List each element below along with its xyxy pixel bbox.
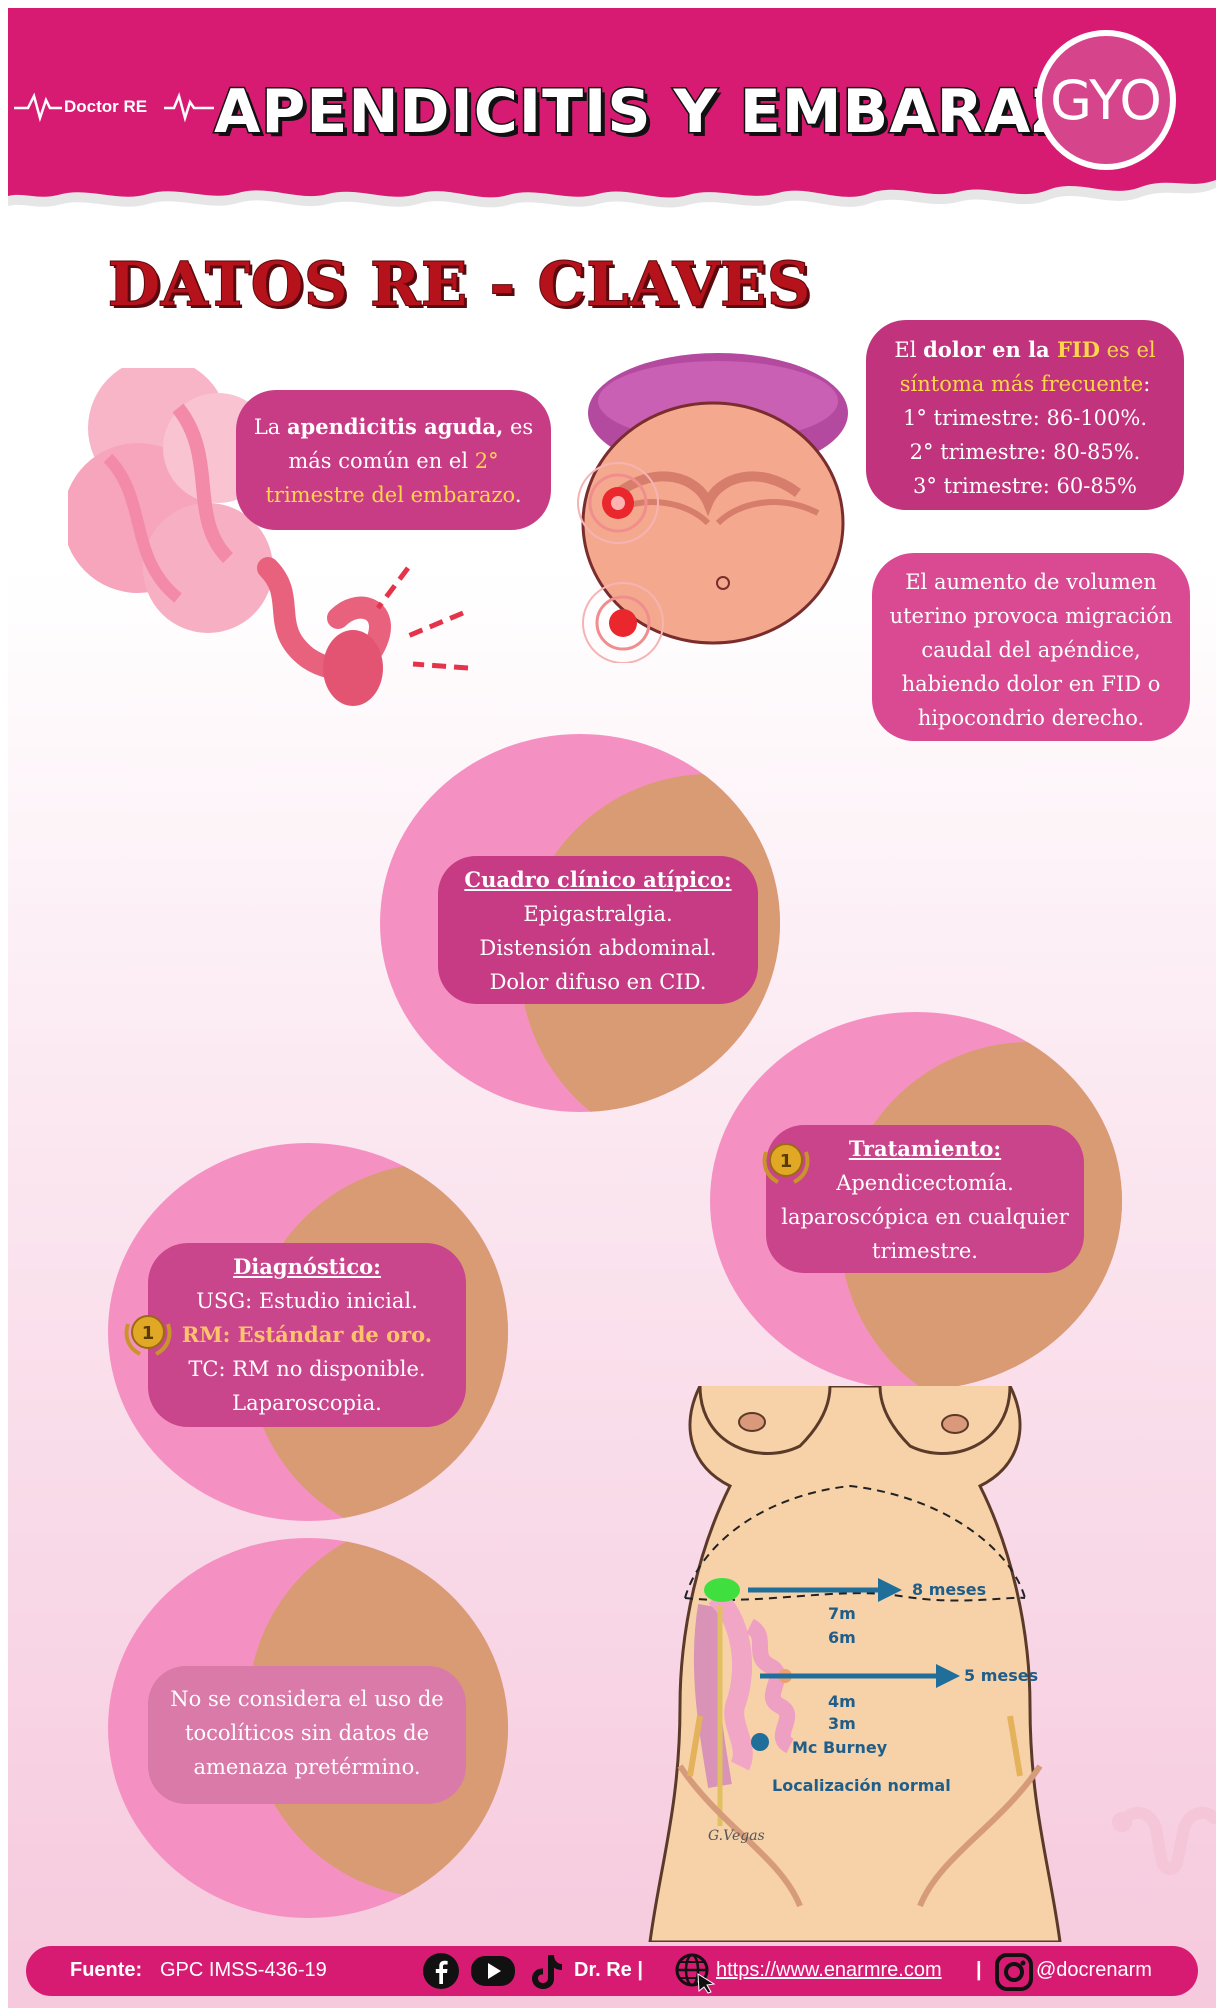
gold-medal-icon: 1 [758, 1138, 814, 1188]
instagram-icon[interactable] [994, 1952, 1034, 1992]
globe-icon[interactable] [674, 1952, 718, 1994]
source-value: GPC IMSS-436-19 [160, 1959, 327, 1981]
label-8-meses: 8 meses [912, 1580, 987, 1599]
medal-number: 1 [142, 1323, 155, 1344]
clinical-line-2: Distensión abdominal. [479, 936, 717, 960]
gold-medal-icon: 1 [120, 1310, 176, 1360]
clinical-heading: Cuadro clínico atípico: [464, 867, 732, 892]
treatment-text: Apendicectomía. laparoscópica en cualqui… [781, 1171, 1069, 1263]
medal-number: 1 [780, 1151, 793, 1172]
diagnosis-line-1: USG: Estudio inicial. [196, 1289, 418, 1313]
uterus-icon [1112, 1806, 1216, 1876]
main-title: APENDICITIS Y EMBARAZO [213, 76, 1129, 149]
diagnosis-heading: Diagnóstico: [233, 1254, 381, 1279]
header-banner [8, 8, 1216, 183]
trimester-2: 2° trimestre: 80-85%. [909, 440, 1141, 464]
infographic-page: Doctor RE APENDICITIS Y EMBARAZO GYO DAT… [8, 8, 1216, 2008]
card-treatment: Tratamiento: Apendicectomía. laparoscópi… [766, 1125, 1084, 1273]
artist-signature: G.Vegas [708, 1828, 765, 1844]
frequency-suffix: . [514, 483, 522, 507]
label-3m: 3m [828, 1714, 856, 1733]
gyo-badge: GYO [1036, 30, 1176, 170]
section-title: DATOS RE - CLAVES [107, 249, 812, 321]
trimester-1: 1° trimestre: 86-100%. [902, 406, 1148, 430]
pain-text-2: dolor en la [923, 337, 1050, 362]
diagnosis-line-3: TC: RM no disponible. [188, 1357, 426, 1381]
source-label: Fuente: [70, 1959, 143, 1981]
card-pain-frequency: El dolor en la FID es el síntoma más fre… [866, 320, 1184, 510]
pain-text-1: El [894, 338, 924, 362]
card-tocolytics: No se considera el uso de tocolíticos si… [148, 1666, 466, 1804]
pregnant-belly-illustration [577, 353, 848, 663]
card-migration: El aumento de volumen uterino provoca mi… [872, 553, 1190, 741]
instagram-handle: @docrenarm [1036, 1959, 1152, 1981]
intestine-illustration [68, 368, 469, 706]
card-diagnosis: Diagnóstico: USG: Estudio inicial. RM: E… [148, 1243, 466, 1427]
label-6m: 6m [828, 1628, 856, 1647]
label-7m: 7m [828, 1604, 856, 1623]
footer-bar: Fuente: GPC IMSS-436-19 Dr. Re | https:/… [26, 1946, 1198, 1996]
frequency-prefix: La [253, 415, 287, 439]
frequency-highlight: 2° trimestre del embarazo [265, 449, 515, 507]
card-clinical: Cuadro clínico atípico: Epigastralgia. D… [438, 856, 758, 1004]
facebook-icon[interactable] [422, 1952, 460, 1990]
pain-text-5: : [1143, 372, 1151, 396]
label-localizacion-normal: Localización normal [772, 1776, 951, 1795]
footer-name: Dr. Re | [574, 1959, 643, 1981]
treatment-heading: Tratamiento: [848, 1136, 1002, 1161]
clinical-line-3: Dolor difuso en CID. [489, 970, 707, 994]
youtube-icon[interactable] [470, 1952, 516, 1990]
appendix-migration-diagram [648, 1386, 1062, 1942]
tiktok-icon[interactable] [528, 1952, 564, 1992]
pain-text-4: es el síntoma más frecuente [899, 338, 1156, 396]
doctor-re-logo: Doctor RE [14, 86, 214, 126]
diagnosis-line-2: RM: Estándar de oro. [181, 1322, 433, 1347]
clinical-line-1: Epigastralgia. [523, 902, 673, 926]
heartbeat-icon [14, 92, 214, 123]
pain-text-3: FID [1049, 337, 1100, 362]
label-mcburney: Mc Burney [792, 1738, 888, 1757]
trimester-3: 3° trimestre: 60-85% [913, 474, 1137, 498]
torn-paper-edge [8, 158, 1216, 208]
frequency-middle: es más común en el [288, 415, 534, 473]
frequency-bold: apendicitis aguda, [286, 414, 504, 439]
footer-separator: | [976, 1959, 982, 1981]
logo-text: Doctor RE [64, 97, 148, 116]
label-5-meses: 5 meses [964, 1666, 1039, 1685]
diagnosis-line-4: Laparoscopia. [232, 1391, 382, 1415]
card-frequency: La apendicitis aguda, es más común en el… [236, 390, 551, 530]
website-link[interactable]: https://www.enarmre.com [716, 1959, 942, 1981]
label-4m: 4m [828, 1692, 856, 1711]
